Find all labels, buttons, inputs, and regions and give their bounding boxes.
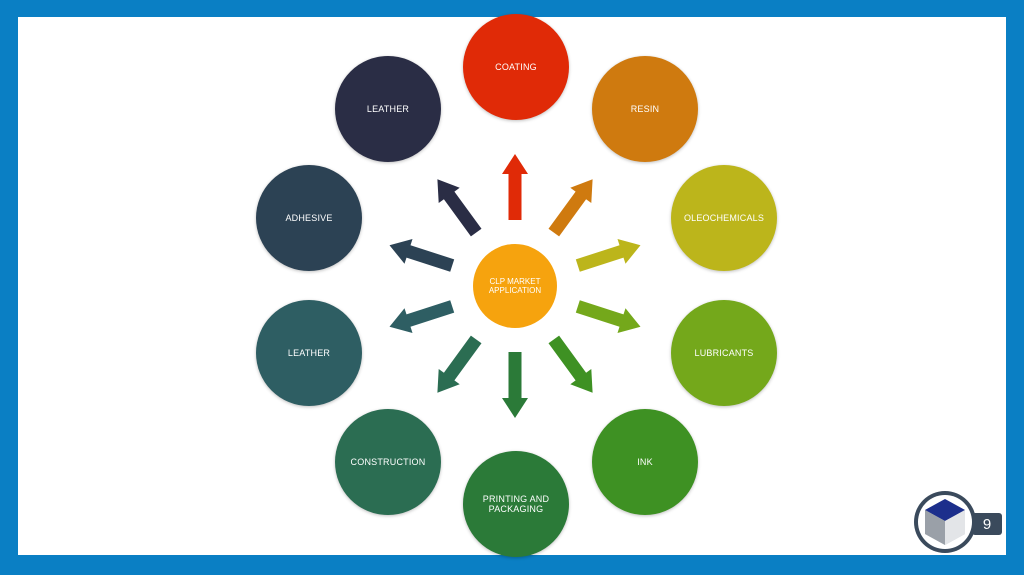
- node-lubricants: LUBRICANTS: [671, 300, 777, 406]
- company-logo: [914, 491, 976, 553]
- node-leather-upper: LEATHER: [335, 56, 441, 162]
- node-label: OLEOCHEMICALS: [683, 212, 765, 223]
- node-label: ADHESIVE: [285, 212, 333, 223]
- node-label: CONSTRUCTION: [350, 456, 426, 467]
- center-node: CLP MARKET APPLICATION: [473, 244, 557, 328]
- node-coating: COATING: [463, 14, 569, 120]
- arrow-0: [502, 154, 528, 220]
- node-label: COATING: [495, 61, 537, 72]
- node-label: LEATHER: [287, 347, 331, 358]
- arrow-6: [437, 335, 482, 393]
- arrow-7: [389, 300, 455, 333]
- arrow-4: [548, 335, 593, 393]
- node-ink: INK: [592, 409, 698, 515]
- node-label: PRINTING AND PACKAGING: [482, 493, 550, 514]
- arrow-8: [389, 239, 455, 272]
- arrow-1: [548, 179, 593, 237]
- node-adhesive: ADHESIVE: [256, 165, 362, 271]
- arrow-3: [575, 300, 641, 333]
- node-oleochemicals: OLEOCHEMICALS: [671, 165, 777, 271]
- node-label: LUBRICANTS: [694, 347, 754, 358]
- node-label: RESIN: [630, 103, 660, 114]
- node-leather-lower: LEATHER: [256, 300, 362, 406]
- node-label: LEATHER: [366, 103, 410, 114]
- node-construction: CONSTRUCTION: [335, 409, 441, 515]
- page-number: 9: [972, 513, 1002, 535]
- arrow-2: [575, 239, 641, 272]
- node-label: INK: [637, 456, 653, 467]
- center-label: CLP MARKET APPLICATION: [488, 276, 542, 295]
- node-printing-and-packaging: PRINTING AND PACKAGING: [463, 451, 569, 557]
- node-resin: RESIN: [592, 56, 698, 162]
- arrow-5: [502, 352, 528, 418]
- arrow-9: [437, 179, 482, 237]
